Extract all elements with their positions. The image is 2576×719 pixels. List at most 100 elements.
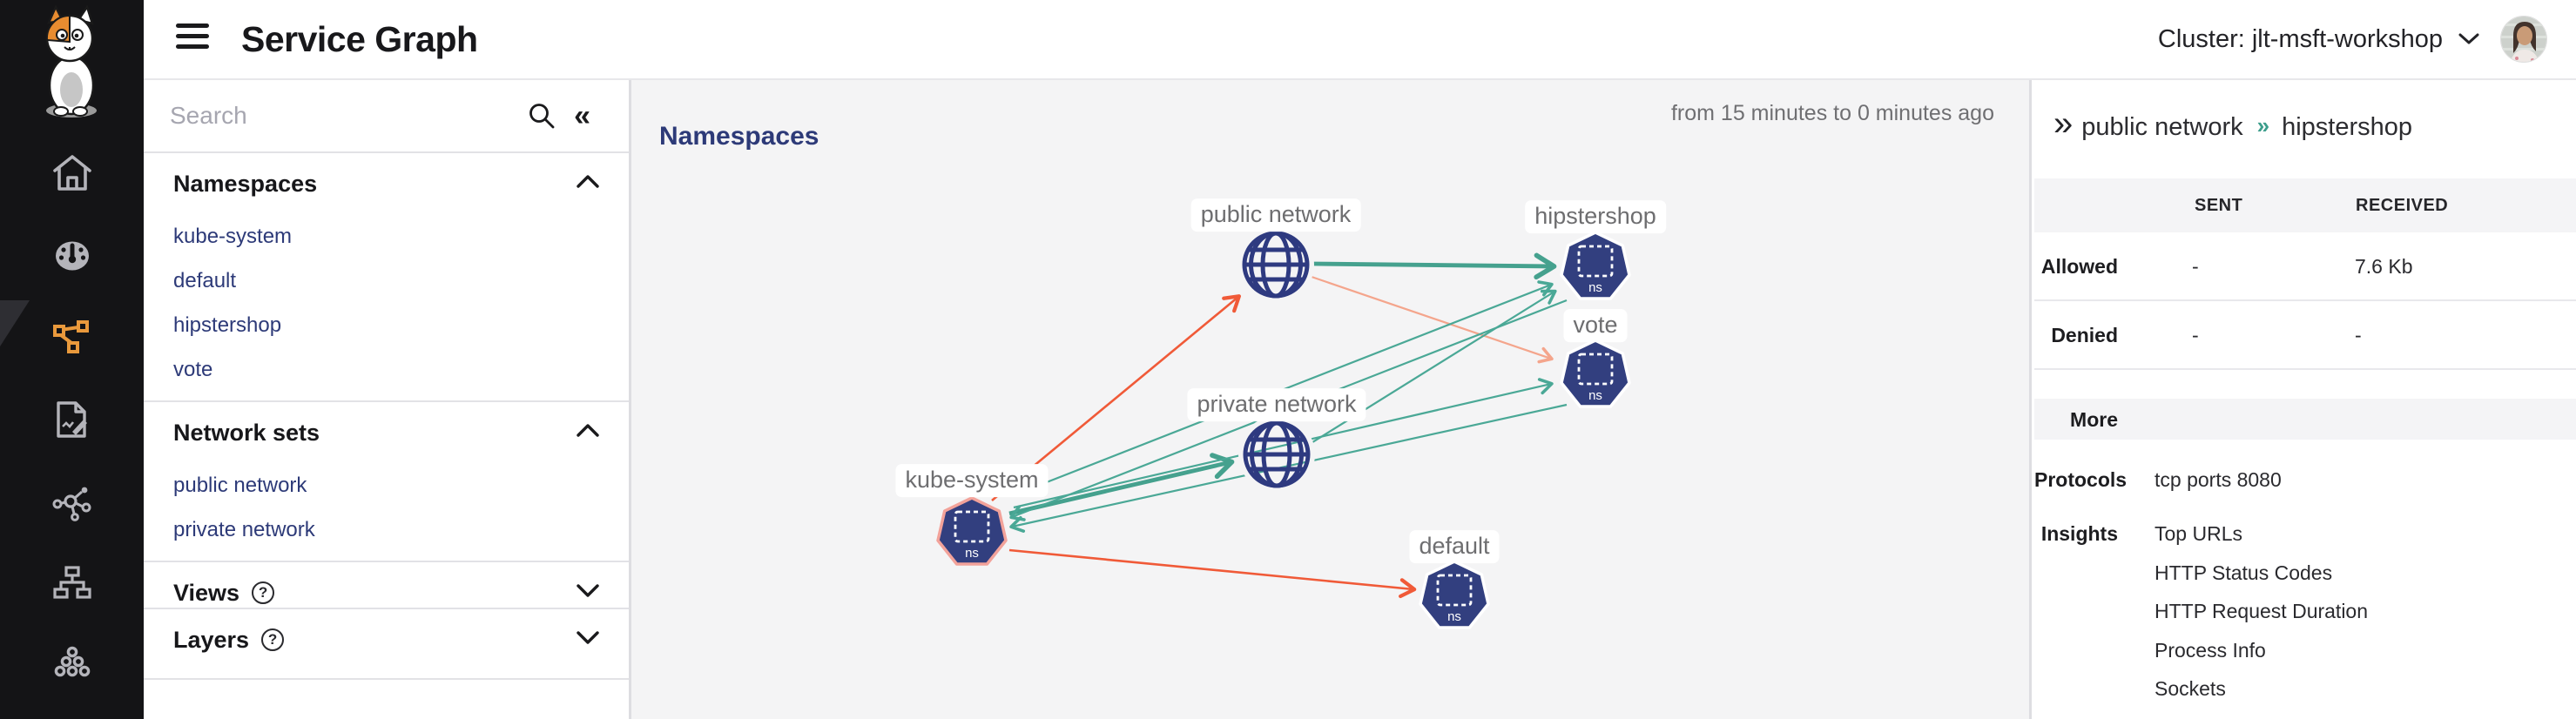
node-vote[interactable]: ns (1552, 332, 1639, 419)
insight-item-label[interactable]: Top URLs (2155, 522, 2242, 545)
node-kube-system[interactable]: ns (928, 489, 1015, 576)
edge-kube-system-to-default[interactable] (1008, 548, 1417, 599)
breadcrumb-source[interactable]: public network (2081, 112, 2243, 141)
namespace-icon: ns (1560, 231, 1631, 300)
insights-row: Insights (2034, 520, 2576, 551)
svg-text:ns: ns (1588, 388, 1602, 403)
breadcrumb-separator-icon: » (2256, 111, 2270, 138)
network-icon[interactable] (51, 480, 93, 522)
insight-item-top-urls[interactable]: Top URLs (2034, 520, 2576, 551)
insight-item-label[interactable]: Process Info (2155, 638, 2266, 662)
protocols-row: Protocols tcp ports 8080 (2034, 466, 2576, 497)
help-icon[interactable]: ? (252, 581, 275, 604)
menu-icon[interactable] (176, 24, 209, 57)
node-public-network[interactable] (1232, 221, 1319, 308)
column-header-sent: SENT (2195, 195, 2243, 215)
insight-item-http-status-codes[interactable]: HTTP Status Codes (2034, 559, 2576, 590)
node-default[interactable]: ns (1411, 553, 1498, 640)
chevron-up-icon[interactable] (577, 175, 599, 192)
received-value: 7.6 Kb (2355, 255, 2413, 278)
node-label-default[interactable]: default (1409, 530, 1500, 563)
service-graph-icon[interactable] (51, 317, 93, 359)
insight-item-http-request-duration[interactable]: HTTP Request Duration (2034, 597, 2576, 628)
chevron-down-icon[interactable] (577, 631, 599, 648)
protocols-value: tcp ports 8080 (2155, 468, 2282, 491)
divider (2034, 299, 2576, 301)
svg-text:ns: ns (1588, 280, 1602, 295)
filter-item-private-network[interactable]: private network (173, 517, 315, 541)
node-hipstershop[interactable]: ns (1552, 224, 1639, 311)
edge-public-network-to-vote[interactable] (1311, 275, 1554, 364)
search-input[interactable] (170, 102, 528, 130)
edge-kube-system-to-vote[interactable] (1013, 378, 1554, 509)
section-header-namespaces[interactable]: Namespaces (144, 153, 629, 214)
insight-item-label[interactable]: Sockets (2155, 677, 2226, 701)
filter-item-kube-system[interactable]: kube-system (173, 224, 293, 248)
search-row: « (144, 80, 629, 153)
more-section-bar[interactable]: More (2034, 399, 2576, 440)
svg-text:ns: ns (965, 546, 979, 561)
filter-item-public-network[interactable]: public network (173, 473, 307, 497)
svg-text:ns: ns (1447, 609, 1461, 624)
protocols-label: Protocols (2034, 468, 2128, 491)
section-header-views[interactable]: Views? (144, 562, 629, 623)
top-header: Service Graph Cluster: jlt-msft-workshop (144, 0, 2576, 80)
graph-edges (991, 252, 1568, 599)
divider (144, 561, 629, 562)
section-layers: Layers? (144, 609, 629, 678)
divider (2034, 368, 2576, 370)
insight-item-sockets[interactable]: Sockets (2034, 675, 2576, 706)
node-label-kube-system[interactable]: kube-system (895, 464, 1049, 497)
time-range-label: from 15 minutes to 0 minutes ago (1670, 101, 1994, 125)
insight-item-label[interactable]: HTTP Request Duration (2155, 600, 2369, 623)
active-nav-wedge (0, 300, 30, 346)
expand-panel-icon[interactable]: » (2053, 104, 2073, 143)
traffic-table-header: SENT RECEIVED (2034, 178, 2576, 232)
insight-item-process-info[interactable]: Process Info (2034, 636, 2576, 668)
section-views: Views? (144, 562, 629, 608)
insight-item-label[interactable]: HTTP Status Codes (2155, 561, 2333, 584)
policies-icon[interactable] (51, 399, 93, 440)
collapse-panel-icon[interactable]: « (574, 99, 590, 132)
section-networksets: Network sets public network private networ… (144, 402, 629, 561)
section-header-networksets[interactable]: Network sets (144, 402, 629, 463)
graph-canvas[interactable]: Namespaces from 15 minutes to 0 minutes … (629, 80, 2033, 719)
namespace-icon: ns (936, 496, 1008, 566)
calico-cat-logo (31, 4, 111, 124)
filter-item-default[interactable]: default (173, 268, 237, 292)
row-label: Allowed (2040, 255, 2118, 278)
filter-item-vote[interactable]: vote (173, 357, 213, 381)
help-icon[interactable]: ? (261, 628, 285, 651)
section-header-layers[interactable]: Layers? (144, 609, 629, 670)
row-label: Denied (2051, 324, 2118, 346)
section-label: Namespaces (173, 170, 318, 197)
filter-item-hipstershop[interactable]: hipstershop (173, 312, 282, 337)
node-label-public-network[interactable]: public network (1190, 198, 1361, 232)
node-label-private-network[interactable]: private network (1187, 388, 1366, 421)
chevron-down-icon (2458, 33, 2479, 44)
cluster-icon[interactable] (51, 644, 93, 686)
cluster-selector[interactable]: Cluster: jlt-msft-workshop (2158, 25, 2479, 54)
column-header-received: RECEIVED (2356, 195, 2449, 215)
sent-value: - (2192, 255, 2199, 278)
home-icon[interactable] (51, 153, 93, 195)
edge-kube-system-to-private-network[interactable] (1008, 453, 1235, 516)
node-private-network[interactable] (1233, 411, 1320, 498)
user-avatar[interactable] (2500, 16, 2547, 63)
search-icon[interactable] (527, 101, 556, 131)
canvas-view-label: Namespaces (659, 122, 819, 151)
hierarchy-icon[interactable] (51, 562, 93, 604)
divider (144, 608, 629, 609)
edge-public-network-to-hipstershop[interactable] (1312, 252, 1557, 280)
chevron-down-icon[interactable] (577, 584, 599, 601)
node-label-vote[interactable]: vote (1563, 309, 1628, 342)
node-label-hipstershop[interactable]: hipstershop (1525, 200, 1666, 233)
divider (144, 678, 629, 680)
traffic-row-allowed: Allowed - 7.6 Kb (2034, 239, 2576, 295)
cluster-label: Cluster: jlt-msft-workshop (2157, 24, 2443, 53)
breadcrumb-target[interactable]: hipstershop (2282, 112, 2413, 141)
more-label[interactable]: More (2070, 408, 2118, 431)
dashboard-icon[interactable] (51, 235, 93, 277)
chevron-up-icon[interactable] (577, 424, 599, 441)
